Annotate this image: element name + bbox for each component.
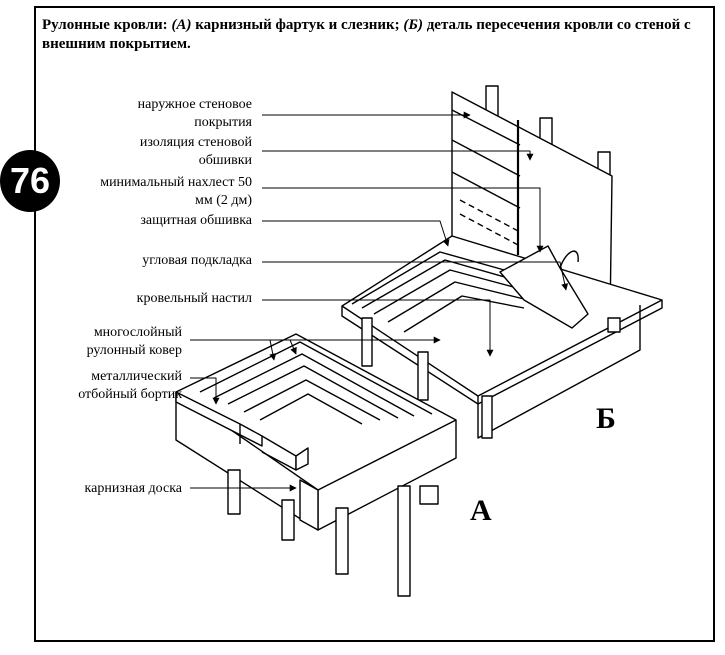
label-multilayer-line1: многослойный xyxy=(93,325,182,340)
part-a-label: А xyxy=(470,494,492,527)
label-min-overlap-line2: мм (2 дм) xyxy=(194,193,252,208)
label-min-overlap-line1: минимальный нахлест 50 xyxy=(100,175,252,190)
caption-part-b-marker: (Б) xyxy=(403,17,423,33)
label-roof-deck: кровельный настил xyxy=(136,291,252,306)
label-sheathing-line1: изоляция стеновой xyxy=(139,135,252,150)
figure-frame xyxy=(34,6,715,642)
label-wall-cover-line1: наружное стеновое xyxy=(137,97,252,112)
caption-part-b-text: деталь пересечения кровли со стеной с вн… xyxy=(42,17,691,52)
figure-caption: Рулонные кровли: (А) карнизный фартук и … xyxy=(42,16,707,54)
figure-number-badge: 76 xyxy=(0,150,60,212)
label-wall-cover-line2: покрытия xyxy=(194,115,252,130)
label-metal-edge-line2: отбойный бортик xyxy=(78,387,182,402)
label-corner-pad: угловая подкладка xyxy=(142,253,252,268)
label-protective-sheathing: защитная обшивка xyxy=(140,213,252,228)
label-multilayer: многослойный рулонный ковер xyxy=(42,324,182,360)
detail-b-drawing xyxy=(341,85,663,439)
caption-part-a-text: карнизный фартук и слезник; xyxy=(195,17,400,33)
figure-number: 76 xyxy=(9,160,51,201)
detail-a-drawing xyxy=(175,333,457,597)
label-wall-cover: наружное стеновое покрытия xyxy=(92,96,252,132)
label-metal-edge-line1: металлический xyxy=(91,369,182,384)
label-fascia-board: карнизная доска xyxy=(84,481,182,496)
label-sheathing-line2: обшивки xyxy=(198,153,252,168)
label-min-overlap: минимальный нахлест 50 мм (2 дм) xyxy=(60,174,252,210)
leader-lines xyxy=(190,111,569,492)
caption-part-a-marker: (А) xyxy=(171,17,192,33)
caption-prefix: Рулонные кровли: xyxy=(42,17,168,33)
label-sheathing-insulation: изоляция стеновой обшивки xyxy=(92,134,252,170)
label-metal-edge: металлический отбойный бортик xyxy=(42,368,182,404)
part-b-label: Б xyxy=(596,402,616,435)
label-multilayer-line2: рулонный ковер xyxy=(86,343,182,358)
